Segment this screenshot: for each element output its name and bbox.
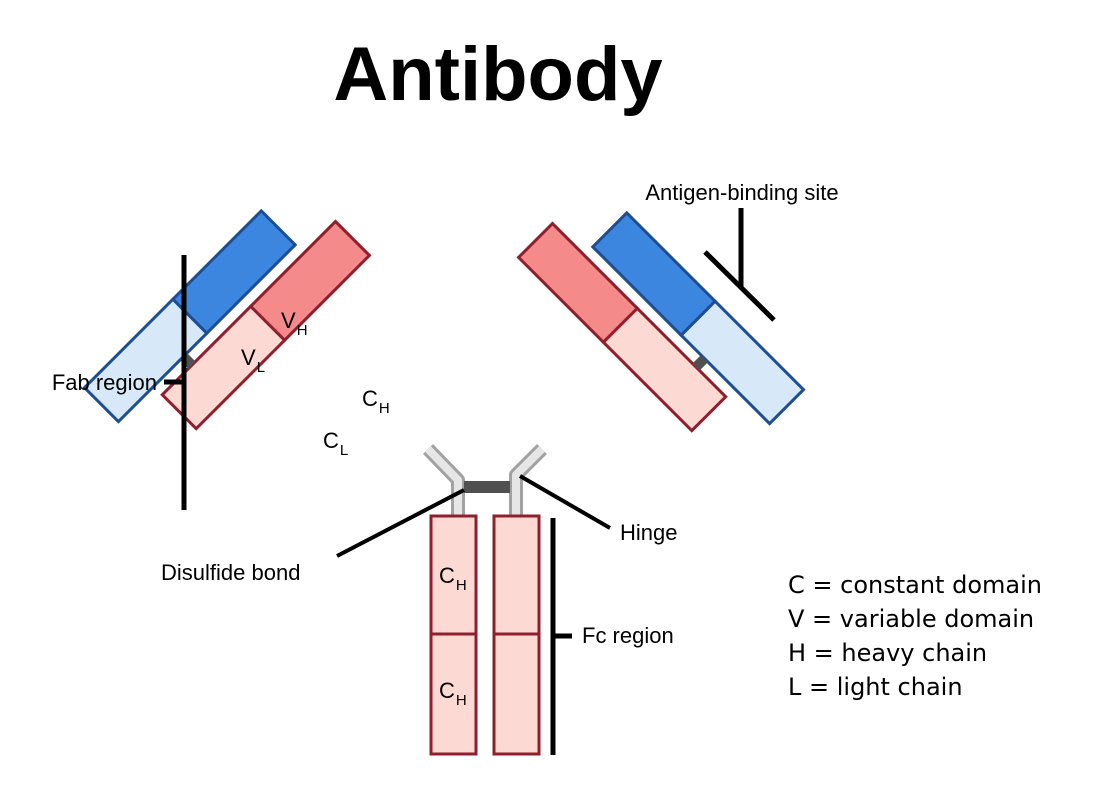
legend-item: L = light chain: [788, 673, 963, 701]
right-heavy-constant-domain: [601, 306, 728, 433]
legend-item: H = heavy chain: [788, 639, 987, 667]
fc-left-heavy-constant-domain-2: [429, 514, 478, 636]
domain-label-vl: VL: [241, 345, 265, 376]
domain-label-ch-fc-lower: CH: [439, 678, 467, 709]
diagram-title: Antibody: [333, 32, 662, 117]
fab-region-label: Fab region: [52, 370, 157, 395]
legend-item: C = constant domain: [788, 571, 1042, 599]
fc-region-label: Fc region: [582, 623, 674, 648]
right-fab-arm: [516, 210, 806, 433]
domain-label-ch-fc-upper: CH: [439, 563, 467, 594]
legend: C = constant domain V = variable domain …: [788, 571, 1042, 701]
left-fab-arm: [82, 208, 372, 431]
disulfide-bond-pointer-line: [336, 488, 465, 558]
domain-label-ch-arm: CH: [362, 386, 390, 417]
right-light-constant-domain: [679, 299, 806, 426]
domain-label-cl: CL: [323, 428, 348, 459]
legend-item: V = variable domain: [788, 605, 1034, 633]
fc-left-heavy-constant-domain-3: [429, 632, 478, 756]
fc-right-heavy-constant-domain-3: [492, 632, 541, 756]
hinge-label: Hinge: [620, 520, 677, 545]
disulfide-bond-label: Disulfide bond: [161, 560, 300, 585]
antigen-binding-site-label: Antigen-binding site: [645, 180, 838, 205]
right-arm-disulfide-bond: [692, 355, 709, 371]
hinge-pointer-line: [518, 474, 612, 530]
left-heavy-constant-domain: [160, 304, 287, 431]
left-light-constant-domain: [82, 297, 209, 424]
hinge-disulfide-bond: [464, 481, 510, 493]
fc-right-heavy-constant-domain-2: [492, 514, 541, 636]
domain-label-vh: VH: [281, 308, 308, 339]
